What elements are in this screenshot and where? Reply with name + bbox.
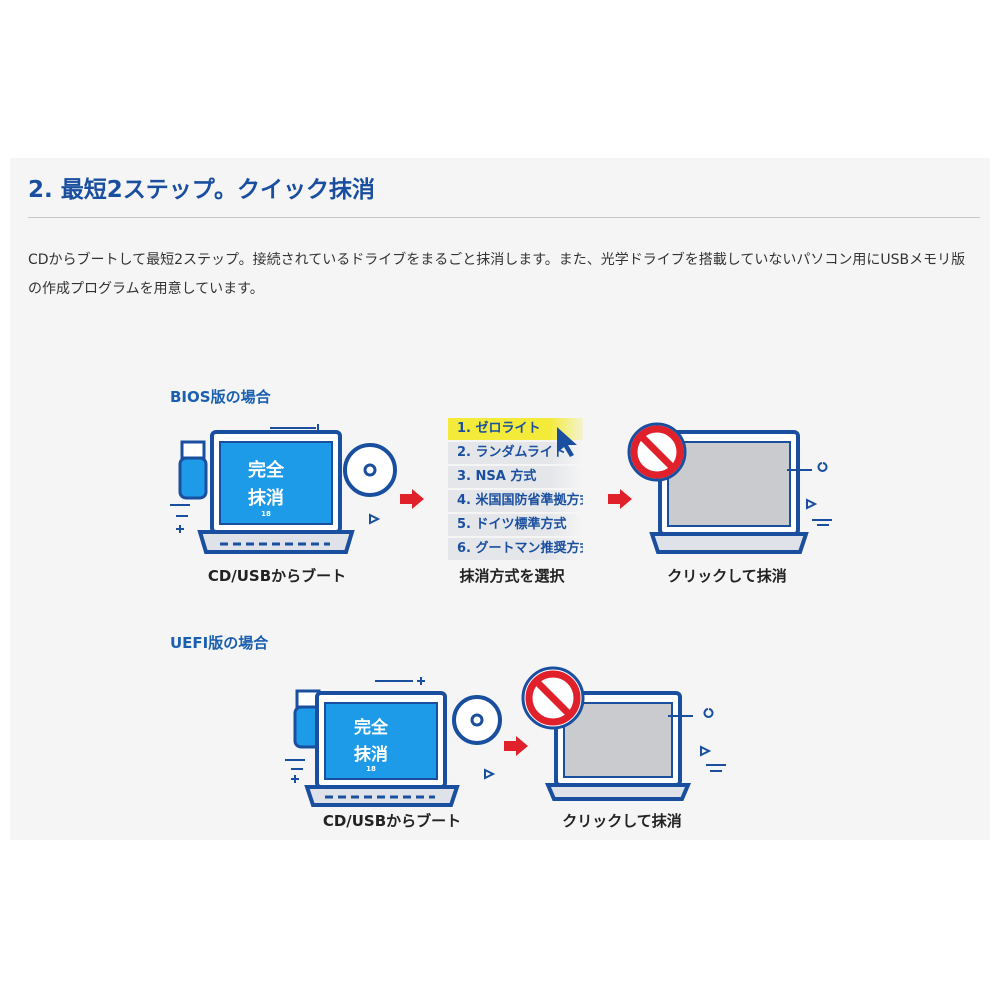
method-item: 2. ランダムライト [448,442,583,464]
svg-text:抹消: 抹消 [354,744,388,765]
erase-illustration [521,666,726,801]
laptop-icon [544,691,692,801]
method-item: 3. NSA 方式 [448,466,583,488]
step-caption: 抹消方式を選択 [459,567,565,585]
arrow-icon [608,489,632,509]
cursor-icon [557,427,577,457]
section-title: 2. 最短2ステップ。クイック抹消 [28,177,376,203]
arrow-icon [400,489,424,509]
method-item: 1. ゼロライト [448,418,583,440]
disc-icon [452,695,502,745]
prohibited-icon [627,422,687,482]
svg-text:18: 18 [366,765,376,773]
divider [28,217,980,218]
erase-illustration [627,422,832,554]
logo-text: 完全 [248,459,285,481]
step-caption: クリックして抹消 [667,567,787,585]
svg-text:完全: 完全 [354,717,389,738]
method-item: 6. グートマン推奨方式 [448,538,583,560]
method-item: 5. ドイツ標準方式 [448,514,583,536]
arrow-icon [504,736,528,756]
usb-icon [178,440,208,500]
svg-text:18: 18 [261,510,271,518]
step-caption: CD/USBからブート [207,567,347,585]
step-caption: クリックして抹消 [562,812,682,830]
step-caption: CD/USBからブート [322,812,462,830]
laptop-icon [649,430,809,554]
boot-illustration: 完全 抹消 18 [285,677,502,807]
laptop-icon: 完全 抹消 18 [197,430,355,554]
svg-text:抹消: 抹消 [248,487,284,509]
bios-label: BIOS版の場合 [170,388,271,406]
uefi-label: UEFI版の場合 [170,634,269,652]
boot-illustration: 完全 抹消 18 [170,424,397,554]
disc-icon [343,443,397,497]
method-item: 4. 米国国防省準拠方式 [448,490,583,512]
laptop-icon: 完全 抹消 18 [304,691,460,807]
section-description: CDからブートして最短2ステップ。接続されているドライブをまるごと抹消します。ま… [28,252,966,297]
erase-method-list: 1. ゼロライト 2. ランダムライト 3. NSA 方式 4. 米国国防省準拠… [448,418,583,562]
usb-icon [293,689,323,749]
prohibited-icon [521,666,585,730]
